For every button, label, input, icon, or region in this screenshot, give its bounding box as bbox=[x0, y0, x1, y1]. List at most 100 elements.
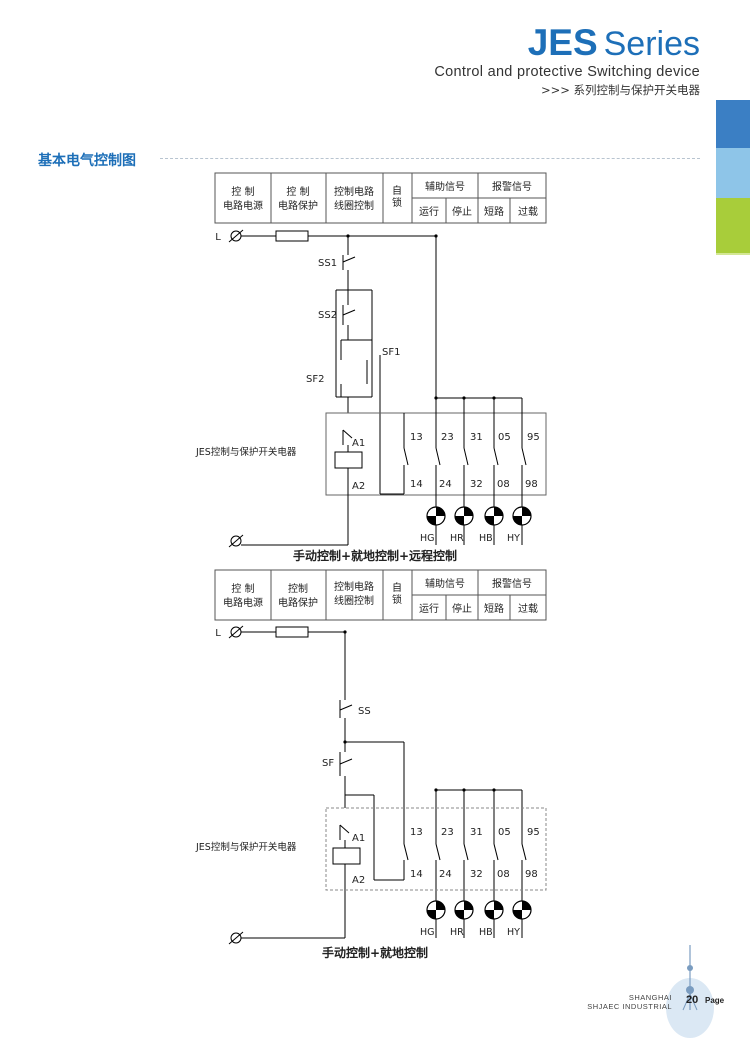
term-31: 31 bbox=[470, 432, 483, 443]
col-selflock-2: 锁 bbox=[392, 196, 402, 209]
lamp-hb: HB bbox=[479, 927, 493, 938]
col-aux-stop: 停止 bbox=[452, 205, 472, 218]
section-rule bbox=[160, 158, 700, 159]
term-98: 98 bbox=[525, 479, 538, 490]
coil-a2: A2 bbox=[352, 875, 365, 886]
col-alarm-short: 短路 bbox=[484, 205, 504, 218]
lamp-hb: HB bbox=[479, 533, 493, 544]
col-coil-2: 线圈控制 bbox=[334, 594, 374, 607]
term-24: 24 bbox=[439, 869, 452, 880]
term-23: 23 bbox=[441, 432, 454, 443]
col-aux-run: 运行 bbox=[419, 205, 439, 218]
diagram-local: 控 制 电路电源 控制 电路保护 控制电路 线圈控制 自 锁 辅助信号 运行 停… bbox=[195, 569, 547, 960]
coil-a1: A1 bbox=[352, 438, 365, 449]
diagram-remote: 控 制 电路电源 控 制 电路保护 控制电路 线圈控制 自 锁 辅助信号 运行 … bbox=[195, 172, 547, 563]
term-14: 14 bbox=[410, 869, 423, 880]
switch-ss: SS bbox=[358, 706, 371, 717]
section-title: 基本电气控制图 bbox=[38, 153, 136, 169]
term-95: 95 bbox=[527, 827, 540, 838]
term-31: 31 bbox=[470, 827, 483, 838]
series-word: Series bbox=[603, 25, 700, 63]
col-coil-1: 控制电路 bbox=[334, 185, 374, 198]
switch-ss2: SS2 bbox=[318, 310, 337, 321]
switch-sf1: SF1 bbox=[382, 347, 400, 358]
term-08: 08 bbox=[497, 479, 510, 490]
col-alarm: 报警信号 bbox=[492, 180, 532, 193]
tab-blank bbox=[716, 0, 750, 100]
term-32: 32 bbox=[470, 479, 483, 490]
tab-light-blue bbox=[716, 148, 750, 198]
col-alarm-over: 过载 bbox=[518, 205, 538, 218]
line-l-label: L bbox=[215, 232, 221, 243]
tab-green bbox=[716, 198, 750, 253]
footer-company: SHANGHAI SHJAEC INDUSTRIAL bbox=[587, 993, 672, 1011]
col-protect-1: 控制 bbox=[288, 582, 308, 595]
caption-remote: 手动控制+就地控制+远程控制 bbox=[293, 548, 457, 563]
term-05: 05 bbox=[498, 827, 511, 838]
lamp-hb-icon bbox=[484, 900, 504, 920]
term-32: 32 bbox=[470, 869, 483, 880]
col-alarm-over: 过载 bbox=[518, 602, 538, 615]
col-aux-run: 运行 bbox=[419, 602, 439, 615]
lamp-hb-icon bbox=[484, 506, 504, 526]
subtitle: Control and protective Switching device bbox=[434, 64, 700, 80]
col-aux: 辅助信号 bbox=[425, 180, 465, 193]
col-power-2: 电路电源 bbox=[223, 199, 263, 212]
term-13: 13 bbox=[410, 432, 423, 443]
switch-sf2: SF2 bbox=[306, 374, 324, 385]
line-l-label: L bbox=[215, 628, 221, 639]
tab-dark-blue bbox=[716, 100, 750, 148]
col-power-1: 控 制 bbox=[231, 582, 254, 595]
tower-logo-icon bbox=[666, 945, 714, 1038]
page-word: Page bbox=[705, 996, 725, 1005]
subtitle-cn: >>> 系列控制与保护开关电器 bbox=[540, 83, 700, 97]
term-08: 08 bbox=[497, 869, 510, 880]
lamp-hy: HY bbox=[507, 927, 520, 938]
lamp-hg: HG bbox=[420, 533, 435, 544]
lamp-hy-icon bbox=[512, 506, 532, 526]
switch-ss1: SS1 bbox=[318, 258, 337, 269]
term-24: 24 bbox=[439, 479, 452, 490]
col-alarm: 报警信号 bbox=[492, 577, 532, 590]
col-coil-1: 控制电路 bbox=[334, 580, 374, 593]
term-05: 05 bbox=[498, 432, 511, 443]
signal-table bbox=[214, 172, 547, 224]
col-protect-2: 电路保护 bbox=[278, 596, 318, 609]
page-number: 20 bbox=[686, 994, 699, 1006]
lamp-hy-icon bbox=[512, 900, 532, 920]
col-selflock-1: 自 bbox=[392, 184, 402, 197]
signal-table bbox=[214, 569, 547, 621]
col-protect-1: 控 制 bbox=[286, 185, 309, 198]
term-13: 13 bbox=[410, 827, 423, 838]
footer-city: SHANGHAI bbox=[628, 993, 672, 1002]
col-coil-2: 线圈控制 bbox=[334, 199, 374, 212]
col-aux-stop: 停止 bbox=[452, 602, 472, 615]
lamp-hg-icon bbox=[426, 900, 446, 920]
col-power-1: 控 制 bbox=[231, 185, 254, 198]
col-selflock-2: 锁 bbox=[392, 593, 402, 606]
col-alarm-short: 短路 bbox=[484, 602, 504, 615]
tab-light-green bbox=[716, 253, 750, 255]
col-aux: 辅助信号 bbox=[425, 577, 465, 590]
lamp-hy: HY bbox=[507, 533, 520, 544]
lamp-hg: HG bbox=[420, 927, 435, 938]
coil-a2: A2 bbox=[352, 481, 365, 492]
term-95: 95 bbox=[527, 432, 540, 443]
coil-a1: A1 bbox=[352, 833, 365, 844]
series-prefix: JES bbox=[527, 22, 598, 63]
term-23: 23 bbox=[441, 827, 454, 838]
lamp-hg-icon bbox=[426, 506, 446, 526]
caption-local: 手动控制+就地控制 bbox=[322, 945, 428, 960]
footer-company-name: SHJAEC INDUSTRIAL bbox=[587, 1002, 672, 1011]
lamp-hr: HR bbox=[450, 533, 464, 544]
col-power-2: 电路电源 bbox=[223, 596, 263, 609]
col-selflock-1: 自 bbox=[392, 581, 402, 594]
device-label: JES控制与保护开关电器 bbox=[195, 446, 297, 458]
device-label: JES控制与保护开关电器 bbox=[195, 841, 297, 853]
term-98: 98 bbox=[525, 869, 538, 880]
lamp-hr-icon bbox=[454, 900, 474, 920]
lamp-hr: HR bbox=[450, 927, 464, 938]
term-14: 14 bbox=[410, 479, 423, 490]
